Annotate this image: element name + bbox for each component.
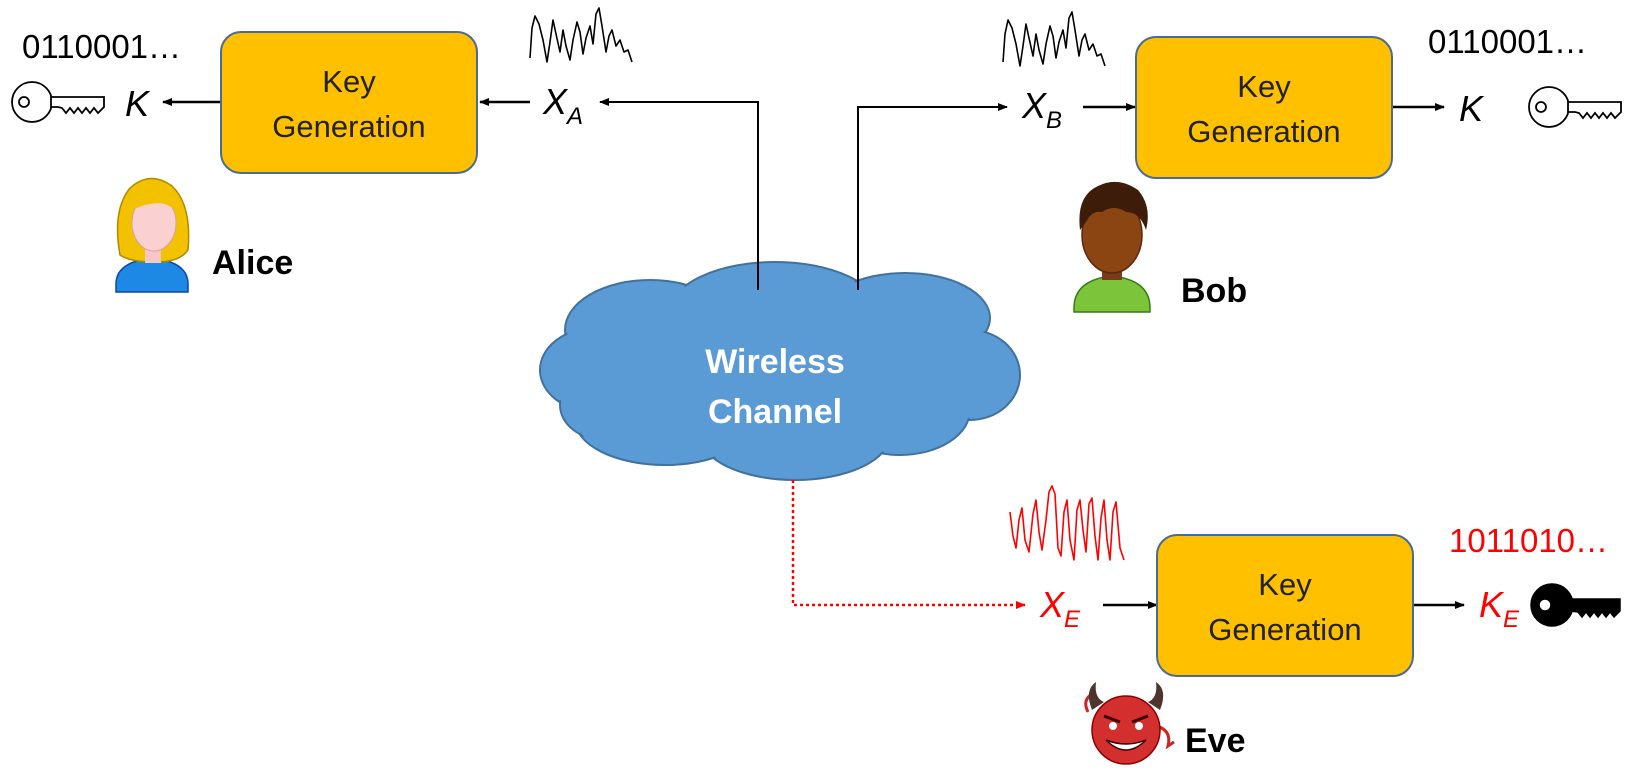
alice-key-generation-box: Key Generation — [220, 31, 478, 174]
channel-to-alice-arrow — [599, 98, 759, 290]
bob-key-bits: 0110001… — [1428, 23, 1587, 60]
alice-key-label: K — [125, 83, 151, 124]
alice-measurement-label: XA — [542, 81, 583, 130]
eve-key-label: KE — [1479, 584, 1520, 633]
eve-key-generation-box: Key Generation — [1156, 534, 1414, 677]
bob-measurement-label: XB — [1021, 85, 1062, 134]
bob-avatar-icon — [1073, 181, 1151, 313]
eve-measurement-label: XE — [1039, 584, 1081, 633]
alice-outlined-key-icon — [11, 81, 105, 123]
wireless-channel-cloud: Wireless Channel — [539, 261, 1021, 481]
eve-red-signal-waveform-icon — [1009, 485, 1125, 561]
bob-signal-waveform-icon — [1002, 11, 1106, 67]
bob-key-label: K — [1459, 88, 1485, 129]
channel-to-bob-arrow — [857, 103, 1008, 290]
eve-key-bits: 1011010… — [1449, 522, 1608, 559]
bob-box-label-line1: Key — [1237, 69, 1291, 104]
alice-signal-waveform-icon — [529, 7, 633, 63]
alice-name: Alice — [212, 244, 293, 282]
eve-box-label-line1: Key — [1258, 567, 1312, 602]
alice-box-label-line2: Generation — [272, 109, 425, 144]
channel-to-eve-arrow — [791, 480, 1026, 609]
bob-outlined-key-icon — [1528, 86, 1622, 128]
alice-box-label-line1: Key — [322, 64, 376, 99]
alice-avatar-icon — [115, 177, 190, 293]
alice-key-bits: 0110001… — [22, 28, 181, 65]
eve-box-label-line2: Generation — [1208, 612, 1361, 647]
channel-label-line1: Wireless — [705, 343, 845, 381]
bob-name: Bob — [1181, 272, 1247, 310]
eve-solid-key-icon — [1530, 583, 1621, 627]
eve-devil-avatar-icon — [1084, 682, 1175, 765]
channel-label-line2: Channel — [708, 393, 842, 431]
eve-name: Eve — [1185, 722, 1246, 760]
bob-key-generation-box: Key Generation — [1135, 36, 1393, 179]
bob-box-label-line2: Generation — [1187, 114, 1340, 149]
